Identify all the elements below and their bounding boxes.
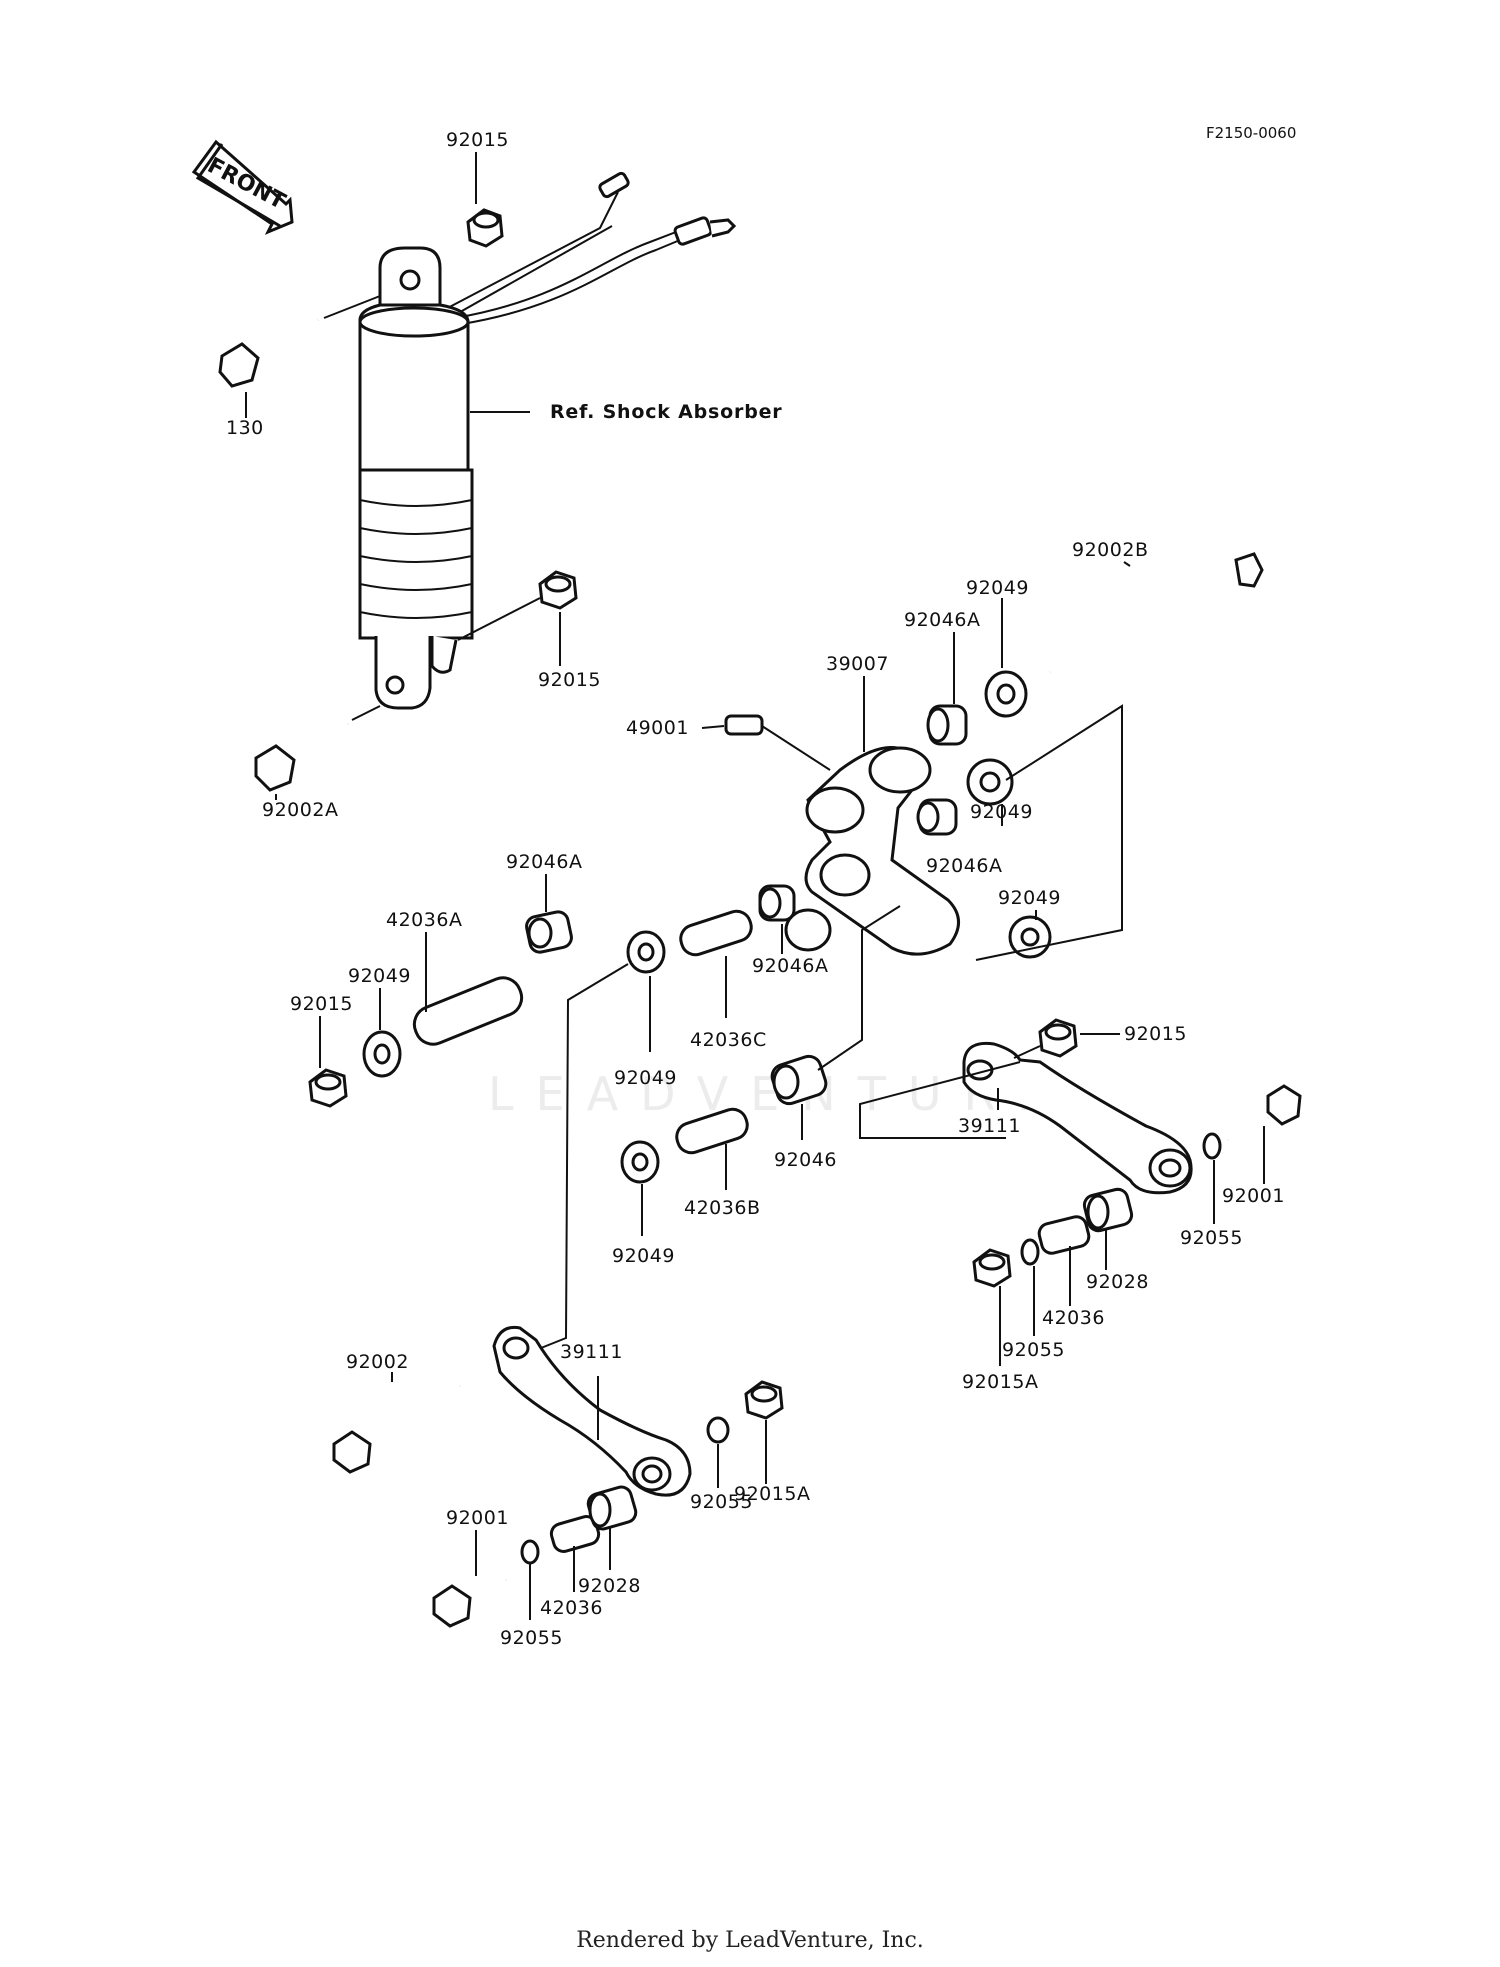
callout-92028-right[interactable]: 92028: [1086, 1271, 1149, 1293]
grease-nipple-49001: [724, 714, 831, 771]
bolt-92002A: [254, 705, 381, 792]
bearing-92046A-left: [525, 910, 573, 954]
callout-92002A[interactable]: 92002A: [262, 799, 338, 821]
callout-92055-right-2[interactable]: 92055: [1002, 1339, 1065, 1361]
callout-92015-top[interactable]: 92015: [446, 129, 509, 151]
callout-42036A[interactable]: 42036A: [386, 909, 462, 931]
callout-92015-left[interactable]: 92015: [290, 993, 353, 1015]
callout-92049-d[interactable]: 92049: [348, 965, 411, 987]
callout-49001[interactable]: 49001: [626, 717, 689, 739]
footer-credit: Rendered by LeadVenture, Inc.: [576, 1928, 924, 1953]
nut-92015-top: [466, 208, 504, 248]
callout-92015A-left[interactable]: 92015A: [734, 1483, 810, 1505]
watermark: LEADVENTURE: [488, 1067, 1069, 1121]
callout-42036B[interactable]: 42036B: [684, 1197, 760, 1219]
callout-92002B[interactable]: 92002B: [1072, 539, 1148, 561]
rocker-arm-39007: [784, 746, 960, 956]
sleeve-42036A: [412, 976, 524, 1046]
callout-92049-a[interactable]: 92049: [966, 577, 1029, 599]
callout-42036C[interactable]: 42036C: [690, 1029, 767, 1051]
bearing-92046A-upper: [926, 704, 968, 746]
washer-92049-lower: [620, 1140, 660, 1184]
callout-92055-left[interactable]: 92055: [500, 1627, 563, 1649]
bolt-130: [218, 295, 381, 388]
callout-92028-left[interactable]: 92028: [578, 1575, 641, 1597]
callout-92055-left-top[interactable]: 92055: [690, 1491, 753, 1513]
bearing-92046A-center: [758, 884, 796, 922]
callout-92002[interactable]: 92002: [346, 1351, 409, 1373]
o-ring-92055-left-top: [706, 1416, 730, 1444]
washer-92049-upper: [984, 670, 1028, 718]
nut-92015-right: [1013, 1018, 1078, 1059]
o-ring-92055-right-2: [1020, 1238, 1040, 1266]
callout-39111-left[interactable]: 39111: [560, 1341, 623, 1363]
callout-39111-right[interactable]: 39111: [958, 1115, 1021, 1137]
nut-92015A-right: [972, 1248, 1012, 1288]
nut-92015-lower: [457, 570, 578, 641]
sleeve-42036-right: [1037, 1215, 1091, 1255]
sleeve-42036B: [675, 1107, 749, 1155]
callout-42036-right[interactable]: 42036: [1042, 1307, 1105, 1329]
callout-92046[interactable]: 92046: [774, 1149, 837, 1171]
collar-92028-left: [586, 1485, 638, 1531]
bearing-92046A-middle: [916, 798, 958, 836]
callout-92049-f[interactable]: 92049: [612, 1245, 675, 1267]
callout-92015-right[interactable]: 92015: [1124, 1023, 1187, 1045]
callout-42036-left[interactable]: 42036: [540, 1597, 603, 1619]
tie-rod-39111-left: [492, 1325, 692, 1497]
bolt-92001-right: [1226, 1084, 1302, 1143]
nut-92015A-left: [744, 1380, 784, 1420]
washer-92049-middle: [966, 758, 1014, 806]
bolt-92002: [332, 1383, 462, 1474]
o-ring-92055-left: [520, 1539, 540, 1565]
diagram-code: F2150-0060: [1206, 124, 1296, 142]
front-arrow-icon: FRONT: [191, 139, 294, 235]
callout-39007[interactable]: 39007: [826, 653, 889, 675]
bearing-92046: [770, 1054, 828, 1106]
bolt-92001-left: [432, 1577, 508, 1628]
callout-92055-right[interactable]: 92055: [1180, 1227, 1243, 1249]
callout-92046A-b[interactable]: 92046A: [926, 855, 1002, 877]
callout-92015-shock[interactable]: 92015: [538, 669, 601, 691]
callout-92046A-c[interactable]: 92046A: [506, 851, 582, 873]
bolt-92002B: [1048, 552, 1264, 675]
callout-92046A-d[interactable]: 92046A: [752, 955, 828, 977]
collar-92028-right: [1082, 1187, 1134, 1233]
callout-92046A-a[interactable]: 92046A: [904, 609, 980, 631]
callout-92001-left[interactable]: 92001: [446, 1507, 509, 1529]
o-ring-92055-right: [1202, 1132, 1222, 1160]
callout-92001-right[interactable]: 92001: [1222, 1185, 1285, 1207]
callout-130[interactable]: 130: [226, 417, 264, 439]
callout-92049-e[interactable]: 92049: [614, 1067, 677, 1089]
shock-absorber: [358, 171, 737, 710]
callout-92015A-right[interactable]: 92015A: [962, 1371, 1038, 1393]
nut-92015-left: [308, 1068, 348, 1108]
callout-92049-c[interactable]: 92049: [998, 887, 1061, 909]
callout-92049-b[interactable]: 92049: [970, 801, 1033, 823]
shock-reference-label: Ref. Shock Absorber: [550, 401, 782, 423]
sleeve-42036C: [679, 909, 753, 957]
washer-92049-left: [362, 1030, 402, 1078]
washer-92049-center: [626, 930, 666, 974]
